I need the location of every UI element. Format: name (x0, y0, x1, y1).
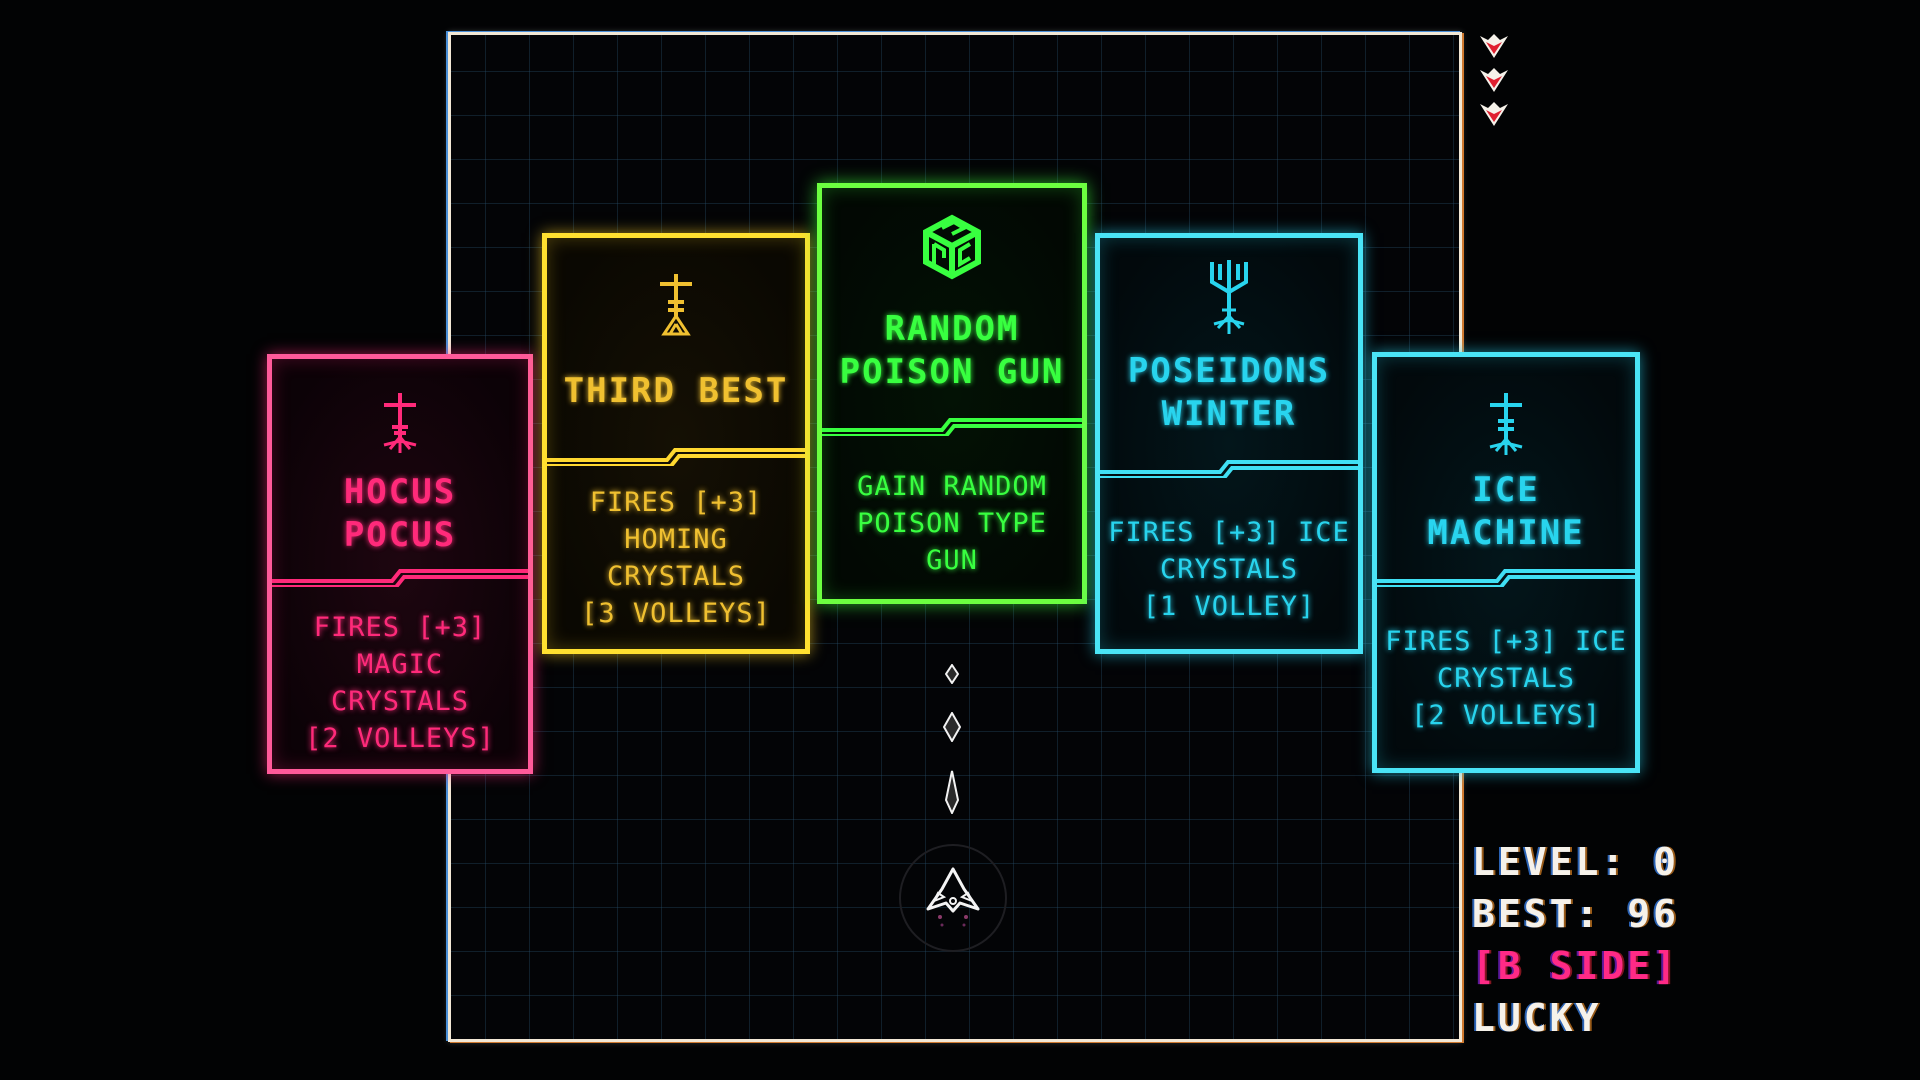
heart-chevron-icon (1478, 98, 1510, 128)
cross-flower-icon (378, 391, 422, 461)
card-desc-line: CRYSTALS (1159, 554, 1299, 585)
card-title-line: POCUS (343, 515, 457, 555)
score-hud: LEVEL: 0 BEST: 96 [B SIDE] LUCKY (1472, 836, 1679, 1044)
card-divider (822, 418, 1082, 436)
card-title-line: POISON GUN (839, 352, 1065, 392)
card-divider (1100, 460, 1358, 478)
card-title-line: HOCUS (343, 472, 457, 512)
card-title-line: THIRD BEST (563, 371, 789, 411)
card-desc-line: [2 VOLLEYS] (1411, 700, 1601, 731)
trident-icon (1204, 258, 1254, 340)
best-score-label: BEST: 96 (1472, 892, 1680, 936)
card-desc-line: FIRES [+3] ICE (1108, 517, 1350, 548)
level-label: LEVEL: 0 (1472, 840, 1680, 884)
maze-cube-icon (920, 214, 984, 284)
crystal-projectile-icon (945, 664, 959, 684)
card-desc-line: [2 VOLLEYS] (305, 723, 495, 754)
card-title-line: RANDOM (884, 309, 1020, 349)
card-desc-line: FIRES [+3] ICE (1385, 626, 1627, 657)
card-desc-line: HOMING (624, 524, 728, 555)
upgrade-card-hocus-pocus[interactable]: HOCUS POCUS FIRES [+3] MAGIC CRYSTALS [2… (267, 354, 533, 774)
card-desc-line: [1 VOLLEY] (1142, 591, 1316, 622)
card-title-line: POSEIDONS (1127, 351, 1331, 391)
card-title-line: MACHINE (1427, 513, 1585, 553)
lives-indicator (1478, 30, 1510, 132)
card-desc-line: GUN (926, 545, 978, 576)
card-divider (272, 569, 528, 587)
card-desc-line: [3 VOLLEYS] (581, 598, 771, 629)
cross-snowflake-icon (1484, 391, 1528, 461)
card-divider (1377, 569, 1635, 587)
heart-chevron-icon (1478, 30, 1510, 60)
upgrade-card-random-poison-gun[interactable]: RANDOM POISON GUN GAIN RANDOM POISON TYP… (817, 183, 1087, 604)
card-desc-line: GAIN RANDOM (857, 471, 1047, 502)
crystal-projectile-icon (944, 770, 960, 814)
card-desc-line: CRYSTALS (1436, 663, 1576, 694)
card-desc-line: FIRES [+3] (313, 612, 487, 643)
upgrade-card-poseidons-winter[interactable]: POSEIDONS WINTER FIRES [+3] ICE CRYSTALS… (1095, 233, 1363, 654)
upgrade-card-ice-machine[interactable]: ICE MACHINE FIRES [+3] ICE CRYSTALS [2 V… (1372, 352, 1640, 773)
mode-label: LUCKY (1472, 996, 1602, 1040)
card-title-line: ICE (1472, 470, 1540, 510)
cross-arrow-icon (654, 272, 698, 342)
side-label: [B SIDE] (1472, 944, 1680, 988)
card-divider (547, 448, 805, 466)
card-desc-line: CRYSTALS (330, 686, 470, 717)
heart-chevron-icon (1478, 64, 1510, 94)
crystal-projectile-icon (943, 712, 961, 742)
player-ship (898, 843, 1008, 953)
card-desc-line: CRYSTALS (606, 561, 746, 592)
upgrade-card-third-best[interactable]: THIRD BEST FIRES [+3] HOMING CRYSTALS [3… (542, 233, 810, 654)
card-desc-line: POISON TYPE (857, 508, 1047, 539)
card-desc-line: MAGIC (356, 649, 444, 680)
card-desc-line: FIRES [+3] (589, 487, 763, 518)
card-title-line: WINTER (1161, 394, 1297, 434)
